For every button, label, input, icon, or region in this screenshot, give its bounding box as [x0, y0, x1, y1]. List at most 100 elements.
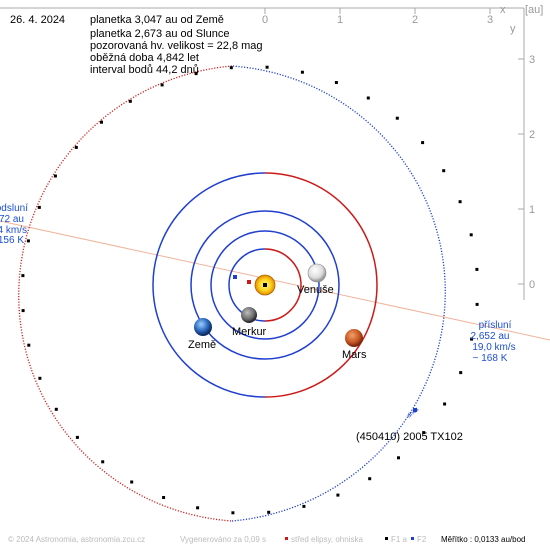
- y-tick-label: 1: [529, 204, 535, 216]
- perihelion-speed: 19,0 km/s: [472, 342, 515, 353]
- orbit-point: [458, 200, 462, 204]
- orbit-point: [100, 120, 103, 124]
- copyright: © 2024 Astronomia, astronomia.zcu.cz: [8, 535, 145, 544]
- aphelion-distance: …72 au: [0, 214, 24, 225]
- focus-f2-marker: [233, 275, 237, 279]
- orbit-point: [231, 511, 235, 515]
- orbit-point: [470, 337, 474, 341]
- orbit-point: [302, 504, 306, 508]
- orbit-point: [300, 70, 304, 74]
- x-tick-label: 3: [487, 14, 493, 26]
- orbit-point: [475, 267, 479, 271]
- orbit-point: [130, 480, 134, 484]
- aphelion-speed: …4 km/s: [0, 225, 27, 236]
- orbit-point: [397, 456, 400, 460]
- apsides-line: [0, 220, 550, 341]
- asteroid-position-marker: [413, 408, 417, 412]
- ellipse-center-marker: [247, 280, 251, 284]
- orbit-point: [194, 72, 198, 76]
- sun-focus-marker: [263, 283, 267, 287]
- asteroid-name: (450410) 2005 TX102: [356, 431, 463, 443]
- orbit-points: [21, 65, 479, 515]
- venus-label: Venuše: [297, 284, 334, 296]
- orbit-point: [53, 174, 57, 178]
- orbit-point: [75, 435, 79, 439]
- y-tick-label: 2: [529, 129, 535, 141]
- perihelion-temp: ~ 168 K: [473, 353, 508, 364]
- orbit-point: [27, 343, 31, 347]
- info-line: planetka 3,047 au od Země: [90, 14, 224, 26]
- legend-center-label: střed elipsy, ohniska: [291, 535, 363, 544]
- orbit-point: [336, 493, 340, 497]
- orbit-point: [21, 309, 25, 313]
- generated-time: Vygenerováno za 0,09 s: [180, 535, 266, 544]
- orbit-point: [475, 302, 479, 306]
- x-tick-label: 1: [337, 14, 343, 26]
- earth-icon: [194, 318, 212, 336]
- orbit-point: [442, 169, 446, 173]
- x-axis-label: x: [500, 4, 506, 16]
- x-tick-label: 2: [412, 14, 418, 26]
- venus-icon: [307, 263, 327, 283]
- y-tick-label: 0: [529, 279, 535, 291]
- legend-f2-label: F2: [417, 535, 427, 544]
- orbit-point: [459, 371, 463, 375]
- earth-orbit: [190, 210, 340, 360]
- mars-orbit-blue: [152, 172, 266, 398]
- y-axis-label: y: [510, 23, 516, 35]
- orbit-point: [368, 477, 372, 481]
- legend-f2-marker: [411, 537, 414, 540]
- info-line: oběžná doba 4,842 let: [90, 52, 199, 64]
- aphelion-title: odsluní: [0, 203, 28, 214]
- orbit-point: [38, 376, 42, 380]
- scale-label: Měřítko : 0,0133 au/bod: [441, 535, 526, 544]
- orbit-point: [422, 431, 426, 435]
- orbit-point: [162, 496, 166, 499]
- orbit-point: [196, 506, 200, 510]
- orbit-point: [21, 274, 25, 278]
- date-label: 26. 4. 2024: [10, 14, 65, 26]
- orbit-point: [267, 510, 271, 514]
- venus-orbit: [210, 230, 320, 340]
- legend-center-marker: [285, 537, 288, 540]
- info-line: interval bodů 44,2 dnů: [90, 64, 199, 76]
- axes: [0, 7, 525, 300]
- orbit-point: [366, 96, 370, 100]
- orbit-point: [469, 233, 473, 237]
- earth-label: Země: [188, 339, 216, 351]
- mars-orbit-red: [264, 172, 378, 398]
- orbit-point: [26, 239, 30, 243]
- aphelion-temp: …156 K: [0, 235, 24, 246]
- asteroid-date-marker: dnes: [406, 407, 420, 420]
- mercury-icon: [241, 307, 257, 323]
- orbit-point: [334, 81, 338, 84]
- orbit-point: [265, 65, 269, 69]
- orbit-point: [128, 99, 132, 103]
- mercury-orbit-red: [264, 248, 302, 322]
- asteroid-orbit-red: [18, 65, 233, 522]
- x-tick-label: 0: [262, 14, 268, 26]
- orbit-point: [37, 205, 41, 209]
- mercury-label: Merkur: [232, 326, 267, 338]
- y-tick-label: 3: [529, 54, 535, 66]
- unit-label: [au]: [525, 4, 543, 16]
- orbit-point: [74, 145, 78, 149]
- orbit-point: [395, 116, 399, 120]
- orbit-point: [54, 407, 58, 411]
- orbit-point: [229, 66, 233, 70]
- orbit-point: [443, 402, 447, 406]
- legend-focus-marker: [385, 537, 388, 540]
- asteroid-orbit-blue: [231, 65, 446, 522]
- orbit-point: [160, 83, 164, 87]
- perihelion-title: přísluní: [479, 320, 512, 331]
- legend-focus-label: F1 a: [391, 535, 408, 544]
- mars-icon: [345, 329, 363, 347]
- orbit-point: [421, 141, 425, 145]
- orbit-point: [101, 460, 105, 464]
- mars-label: Mars: [342, 349, 367, 361]
- perihelion-distance: 2,652 au: [471, 331, 510, 342]
- info-line: pozorovaná hv. velikost = 22,8 mag: [90, 40, 263, 52]
- info-line: planetka 2,673 au od Slunce: [90, 28, 229, 40]
